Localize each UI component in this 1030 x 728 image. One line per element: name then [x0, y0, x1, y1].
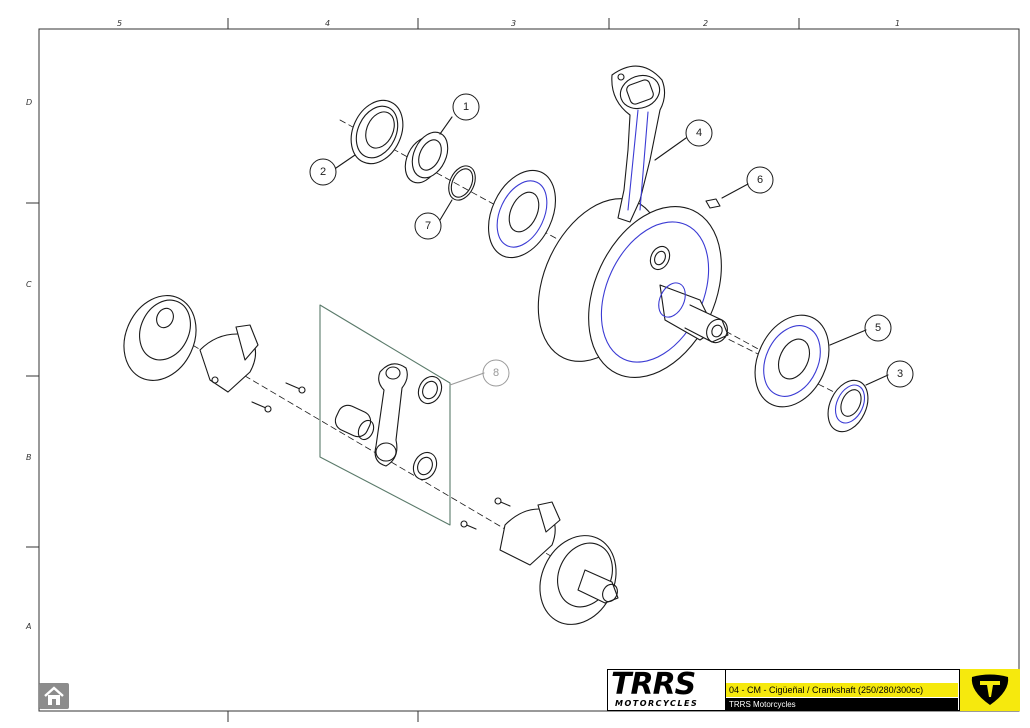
- zone-column-1: 1: [895, 19, 901, 28]
- callout-6: 6: [756, 174, 764, 186]
- zone-row-b: B: [26, 453, 32, 462]
- flywheel-half-left: [123, 295, 259, 393]
- title-block: TRRS MOTORCYCLES 04 - CM - Cigüeñal / Cr…: [607, 667, 1020, 711]
- callout-3: 3: [896, 368, 904, 380]
- zone-row-a: A: [26, 622, 32, 631]
- screw-left-2: [251, 401, 272, 413]
- home-button[interactable]: [39, 683, 69, 709]
- trrs-shield-icon: [959, 669, 1020, 711]
- home-icon: [44, 686, 64, 705]
- woodruff-key: [705, 198, 721, 209]
- screw-left-1: [285, 382, 306, 394]
- trrs-logo: TRRS MOTORCYCLES: [607, 667, 726, 711]
- callout-7: 7: [424, 220, 432, 232]
- flywheel-half-right: [499, 501, 619, 625]
- o-ring: [448, 165, 476, 201]
- zone-column-3: 3: [511, 19, 517, 28]
- crankshaft-assembly: [537, 198, 729, 378]
- callout-1: 1: [462, 101, 470, 113]
- drawing-title: 04 - CM - Cigüeñal / Crankshaft (250/280…: [726, 683, 958, 697]
- zone-row-c: C: [26, 280, 32, 289]
- oil-seal-top: [350, 99, 404, 165]
- callout-4: 4: [695, 127, 703, 139]
- screw-right-2: [460, 520, 477, 530]
- bearing-race-top: [404, 131, 449, 184]
- connecting-rod: [611, 65, 666, 223]
- zone-column-2: 2: [703, 19, 709, 28]
- company-name: TRRS Motorcycles: [726, 698, 958, 711]
- main-bearing-right: [754, 314, 830, 408]
- oil-seal-right: [827, 379, 869, 433]
- zone-row-d: D: [26, 98, 33, 107]
- conrod-kit-box: [319, 304, 451, 526]
- screw-right-1: [494, 497, 511, 507]
- callout-8: 8: [492, 367, 500, 379]
- callout-2: 2: [319, 166, 327, 178]
- brand-subtitle: MOTORCYCLES: [615, 699, 699, 708]
- main-bearing-left: [488, 169, 556, 259]
- brand-name: TRRS: [611, 667, 696, 702]
- callout-5: 5: [874, 322, 882, 334]
- zone-column-4: 4: [325, 19, 331, 28]
- zone-column-5: 5: [117, 19, 123, 28]
